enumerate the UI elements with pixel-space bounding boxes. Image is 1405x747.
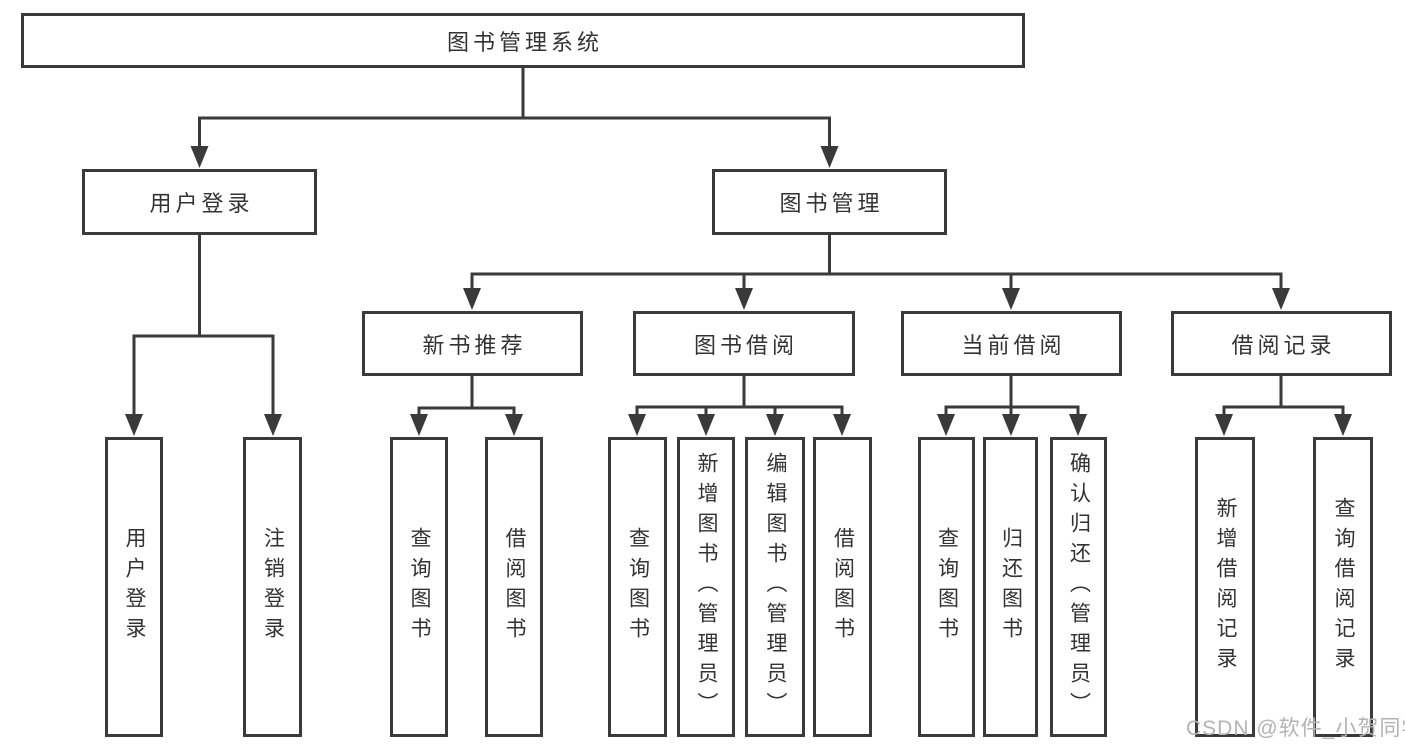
leaf-return-books: 归还图书	[983, 437, 1038, 737]
node-library-management-system: 图书管理系统	[21, 13, 1025, 68]
leaf-query-books-2: 查询图书	[608, 437, 667, 737]
leaf-edit-books-admin: 编辑图书（管理员）	[745, 437, 805, 737]
node-current-borrow: 当前借阅	[901, 311, 1122, 376]
leaf-borrow-books-2: 借阅图书	[813, 437, 872, 737]
node-new-book-recommend: 新书推荐	[362, 311, 583, 376]
leaf-query-borrow-record: 查询借阅记录	[1313, 437, 1373, 737]
leaf-borrow-books-1: 借阅图书	[485, 437, 543, 737]
csdn-watermark: CSDN @软件_小贺同学	[1186, 717, 1405, 740]
leaf-add-borrow-record: 新增借阅记录	[1195, 437, 1255, 737]
node-user-login: 用户登录	[82, 169, 317, 235]
leaf-add-books-admin: 新增图书（管理员）	[677, 437, 735, 737]
node-book-borrow: 图书借阅	[633, 311, 855, 376]
leaf-logout: 注销登录	[243, 437, 302, 737]
node-borrow-records: 借阅记录	[1171, 311, 1392, 376]
leaf-query-books-3: 查询图书	[918, 437, 975, 737]
leaf-query-books-1: 查询图书	[390, 437, 448, 737]
leaf-user-login: 用户登录	[105, 437, 163, 737]
leaf-confirm-return-admin: 确认归还（管理员）	[1050, 437, 1107, 737]
node-book-management: 图书管理	[712, 169, 947, 235]
